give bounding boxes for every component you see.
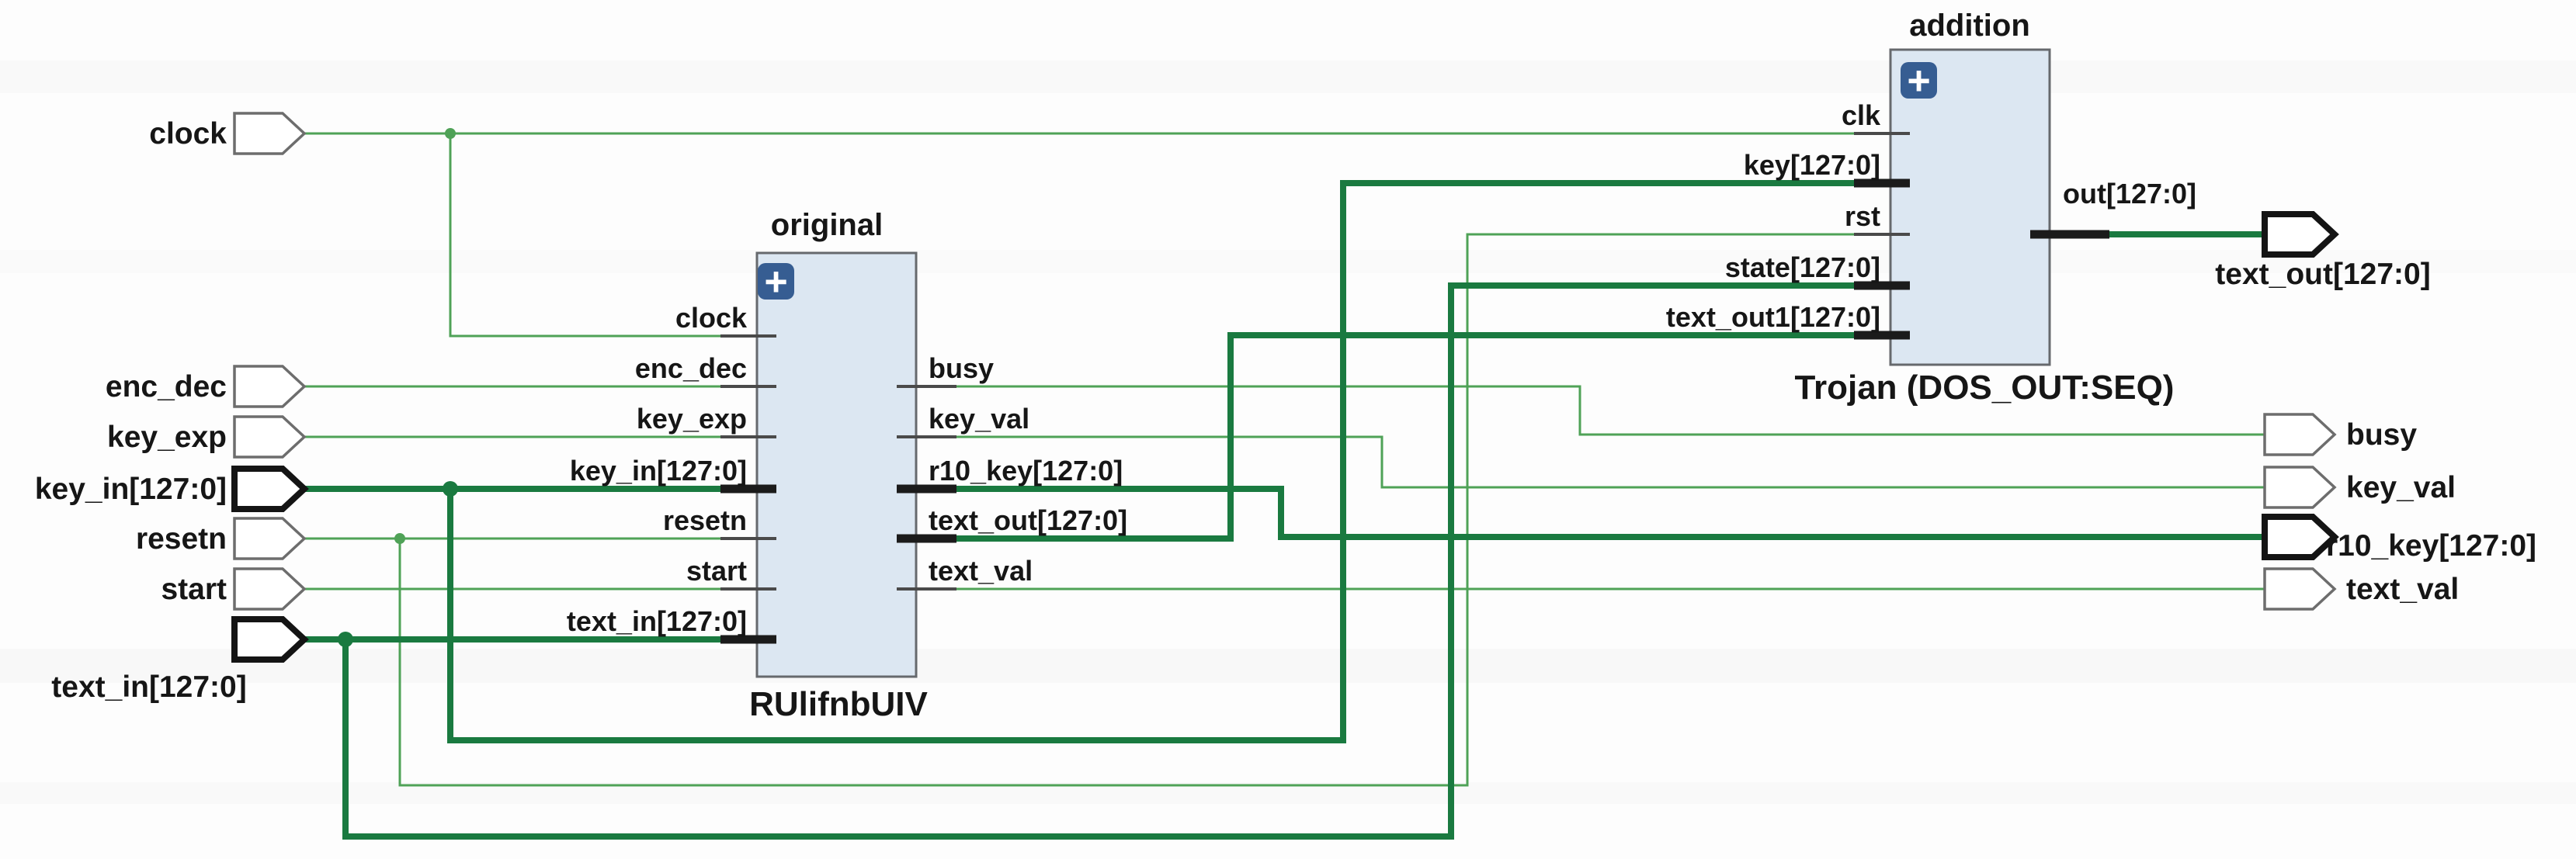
net-text_out[interactable] <box>913 332 1894 542</box>
pin-label-original-start: start <box>686 555 747 587</box>
input-port-text_in[interactable] <box>231 616 309 663</box>
pin-label-original-key_in: key_in[127:0] <box>570 455 747 487</box>
pin-label-original-busy: busy <box>929 352 994 384</box>
input-port-start[interactable] <box>233 567 307 611</box>
net-text_in-branch[interactable] <box>342 282 1894 840</box>
background-band <box>0 61 2576 93</box>
output-port-text_out[interactable] <box>2262 211 2339 258</box>
pin-label-original-resetn: resetn <box>663 504 747 536</box>
net-busy[interactable] <box>915 385 2266 436</box>
input-port-label-start: start <box>161 573 227 606</box>
output-port-key_val[interactable] <box>2263 466 2337 509</box>
junction-dot <box>394 533 405 544</box>
plus-icon-glyph: + <box>764 260 787 305</box>
junction-dot <box>445 128 456 139</box>
junction-dot <box>338 632 353 647</box>
plus-icon-glyph: + <box>1907 59 1930 104</box>
block-module-label-original: RUlifnbUIV <box>749 685 928 723</box>
pin-label-original-clock: clock <box>675 302 748 334</box>
pin-label-addition-clk: clk <box>1842 99 1881 131</box>
block-addition[interactable] <box>1889 48 2051 366</box>
pin-label-addition-rst: rst <box>1845 200 1880 232</box>
plus-icon-bg <box>758 263 794 300</box>
pin-label-original-text_in: text_in[127:0] <box>567 605 747 637</box>
output-port-label-key_val: key_val <box>2346 471 2456 504</box>
input-port-label-clock: clock <box>149 117 227 151</box>
net-key_val[interactable] <box>915 435 2266 489</box>
input-port-label-key_in: key_in[127:0] <box>35 473 227 506</box>
input-port-clock[interactable] <box>233 112 307 155</box>
output-port-r10_key[interactable] <box>2262 514 2339 560</box>
input-port-key_in[interactable] <box>231 466 309 512</box>
pin-label-addition-text_out1: text_out1[127:0] <box>1666 301 1880 333</box>
output-port-text_val[interactable] <box>2263 567 2337 611</box>
pin-label-addition-state: state[127:0] <box>1725 251 1880 283</box>
plus-icon[interactable]: + <box>758 260 794 305</box>
pin-label-addition-key: key[127:0] <box>1744 149 1880 181</box>
plus-icon-bg <box>1901 62 1937 99</box>
net-clock-branch[interactable] <box>449 132 759 338</box>
block-instance-label-addition: addition <box>1909 9 2030 43</box>
pin-label-original-enc_dec: enc_dec <box>635 352 747 384</box>
input-port-label-key_exp: key_exp <box>107 421 227 454</box>
pin-label-original-text_out: text_out[127:0] <box>929 504 1127 536</box>
pin-label-addition-out: out[127:0] <box>2063 178 2196 210</box>
net-r10_key[interactable] <box>913 486 2268 540</box>
plus-icon[interactable]: + <box>1901 59 1937 104</box>
input-port-label-resetn: resetn <box>136 522 227 556</box>
background-band <box>0 649 2576 683</box>
pin-label-original-key_exp: key_exp <box>637 403 747 435</box>
junction-dot <box>443 481 458 497</box>
block-instance-label-original: original <box>771 208 883 242</box>
net-key_in-branch[interactable] <box>447 180 1894 743</box>
pin-label-original-key_val: key_val <box>929 403 1029 435</box>
output-port-busy[interactable] <box>2263 413 2337 456</box>
input-port-label-text_in: text_in[127:0] <box>51 670 246 704</box>
pin-label-original-r10_key: r10_key[127:0] <box>929 455 1123 487</box>
input-port-label-enc_dec: enc_dec <box>106 370 227 404</box>
background-band <box>0 250 2576 273</box>
input-port-resetn[interactable] <box>233 517 307 560</box>
block-module-label-addition: Trojan (DOS_OUT:SEQ) <box>1795 369 2175 407</box>
input-port-key_exp[interactable] <box>233 415 307 459</box>
output-port-label-r10_key: r10_key[127:0] <box>2326 529 2536 563</box>
pin-label-original-text_val: text_val <box>929 555 1033 587</box>
net-resetn-branch[interactable] <box>398 233 1892 787</box>
output-port-label-text_out: text_out[127:0] <box>2215 258 2430 291</box>
input-port-enc_dec[interactable] <box>233 365 307 408</box>
output-port-label-busy: busy <box>2346 418 2417 452</box>
output-port-label-text_val: text_val <box>2346 573 2459 606</box>
block-original[interactable] <box>755 251 918 678</box>
